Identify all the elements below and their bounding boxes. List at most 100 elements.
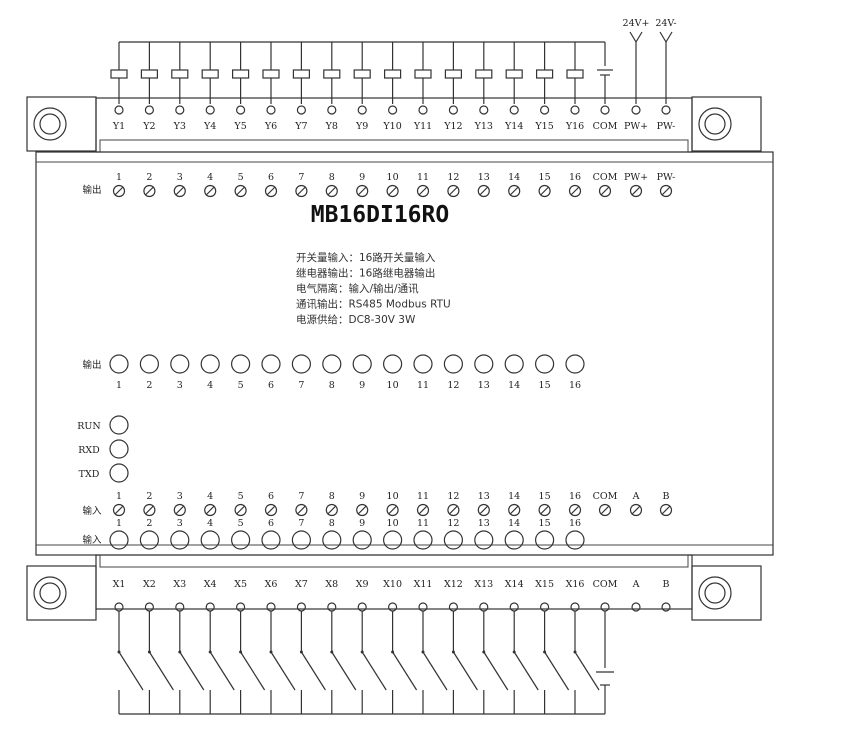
top-terminal-pin-PW-[interactable] — [661, 105, 671, 115]
switch-blade-8 — [331, 651, 357, 691]
top-terminal-label-Y2: Y2 — [142, 121, 155, 132]
bottom-terminal-pin-A[interactable] — [631, 602, 641, 612]
bottom-terminal-pin-X5[interactable] — [236, 602, 246, 612]
bottom-terminal-label-X3: X3 — [173, 579, 186, 590]
output-screw-13[interactable] — [477, 184, 490, 198]
input-screw-2[interactable] — [143, 503, 156, 517]
output-screw-7[interactable] — [295, 184, 308, 198]
input-screw-7[interactable] — [295, 503, 308, 517]
output-screw-12[interactable] — [447, 184, 460, 198]
spec-line-5: 电源供给：DC8-30V 3W — [296, 313, 416, 326]
bottom-terminal-pin-X1[interactable] — [114, 602, 124, 612]
output-screw-3[interactable] — [173, 184, 186, 198]
top-terminal-label-Y7: Y7 — [294, 121, 307, 132]
input-screw-A[interactable] — [629, 503, 643, 517]
top-terminal-pin-Y6[interactable] — [266, 105, 276, 115]
bottom-terminal-pin-X7[interactable] — [296, 602, 306, 612]
input-led-number-5: 5 — [238, 518, 244, 529]
output-screw-number-7: 7 — [298, 172, 304, 183]
top-terminal-pin-Y13[interactable] — [479, 105, 489, 115]
bottom-terminal-pin-X6[interactable] — [266, 602, 276, 612]
top-terminal-pin-Y14[interactable] — [509, 105, 519, 115]
top-terminal-pin-Y5[interactable] — [236, 105, 246, 115]
output-screw-10[interactable] — [386, 184, 399, 198]
output-screw-PW-[interactable] — [659, 184, 673, 198]
input-screw-13[interactable] — [477, 503, 490, 517]
output-screw-number-10: 10 — [387, 172, 399, 183]
bottom-terminal-pin-X2[interactable] — [144, 602, 154, 612]
output-screw-9[interactable] — [356, 184, 369, 198]
top-terminal-pin-Y1[interactable] — [114, 105, 124, 115]
top-terminal-pin-PW+[interactable] — [631, 105, 641, 115]
bottom-terminal-pin-X15[interactable] — [539, 602, 550, 612]
bottom-terminal-pin-X12[interactable] — [448, 602, 458, 612]
spec-line-2: 继电器输出：16路继电器输出 — [296, 267, 435, 280]
bottom-terminal-pin-X8[interactable] — [327, 602, 337, 612]
input-screw-1[interactable] — [112, 503, 126, 517]
output-screw-1[interactable] — [112, 184, 126, 198]
top-terminal-pin-COM[interactable] — [600, 105, 610, 115]
bottom-terminal-pin-X3[interactable] — [175, 602, 185, 612]
bottom-terminal-pin-X4[interactable] — [205, 602, 215, 612]
bottom-terminal-label-X7: X7 — [295, 579, 308, 590]
power-minus-arm-left — [659, 31, 667, 43]
top-terminal-pin-Y9[interactable] — [357, 105, 367, 115]
top-terminal-pin-Y3[interactable] — [175, 105, 185, 115]
bottom-terminal-pin-COM[interactable] — [600, 602, 610, 612]
top-terminal-pin-Y7[interactable] — [296, 105, 306, 115]
bottom-terminal-label-COM: COM — [593, 579, 618, 590]
relay-load-8 — [323, 69, 341, 79]
input-screw-14[interactable] — [508, 503, 521, 517]
top-terminal-pin-Y4[interactable] — [205, 105, 215, 115]
output-screw-COM[interactable] — [598, 184, 612, 198]
input-screw-number-10: 10 — [387, 491, 399, 502]
input-screw-B[interactable] — [659, 503, 673, 517]
bottom-terminal-pin-X16[interactable] — [570, 602, 580, 612]
input-screw-10[interactable] — [386, 503, 399, 517]
switch-contact-12 — [451, 650, 455, 654]
input-led-9 — [352, 530, 372, 550]
output-screw-6[interactable] — [264, 184, 278, 198]
top-terminal-pin-Y11[interactable] — [418, 105, 428, 115]
top-terminal-pin-Y12[interactable] — [448, 105, 458, 115]
input-screw-16[interactable] — [568, 503, 582, 517]
input-screw-6[interactable] — [264, 503, 278, 517]
input-screw-COM[interactable] — [598, 503, 612, 517]
output-screw-5[interactable] — [234, 184, 247, 198]
input-screw-11[interactable] — [416, 503, 430, 517]
input-screw-3[interactable] — [173, 503, 186, 517]
bottom-terminal-pin-X14[interactable] — [509, 602, 519, 612]
input-led-number-11: 11 — [417, 518, 429, 529]
input-screw-slot-2 — [144, 505, 154, 515]
input-screw-5[interactable] — [234, 503, 247, 517]
bottom-terminal-pin-X11[interactable] — [418, 602, 428, 612]
top-terminal-label-Y14: Y14 — [504, 121, 523, 132]
output-screw-14[interactable] — [508, 184, 521, 198]
bottom-terminal-pin-X9[interactable] — [357, 602, 367, 612]
input-screw-9[interactable] — [356, 503, 369, 517]
input-screw-4[interactable] — [204, 503, 217, 517]
output-screw-15[interactable] — [538, 184, 551, 198]
bottom-terminal-pin-X10[interactable] — [388, 602, 398, 612]
output-screw-8[interactable] — [325, 184, 338, 198]
output-screw-11[interactable] — [416, 184, 430, 198]
output-screw-2[interactable] — [143, 184, 156, 198]
top-terminal-pin-Y8[interactable] — [327, 105, 337, 115]
input-screw-12[interactable] — [447, 503, 460, 517]
input-screw-8[interactable] — [325, 503, 338, 517]
output-screw-16[interactable] — [568, 184, 582, 198]
top-terminal-pin-Y15[interactable] — [539, 105, 550, 115]
output-screw-PW+[interactable] — [629, 184, 643, 198]
bottom-terminal-pin-X13[interactable] — [479, 602, 489, 612]
input-led-7 — [291, 530, 311, 550]
relay-load-6 — [262, 69, 280, 79]
relay-load-9 — [353, 69, 371, 79]
bottom-terminal-pin-B[interactable] — [661, 602, 671, 612]
input-screw-15[interactable] — [538, 503, 551, 517]
output-screw-4[interactable] — [204, 184, 217, 198]
top-terminal-pin-Y16[interactable] — [570, 105, 580, 115]
top-terminal-pin-Y2[interactable] — [144, 105, 154, 115]
top-terminal-pin-Y10[interactable] — [388, 105, 398, 115]
input-led-number-12: 12 — [447, 518, 459, 529]
